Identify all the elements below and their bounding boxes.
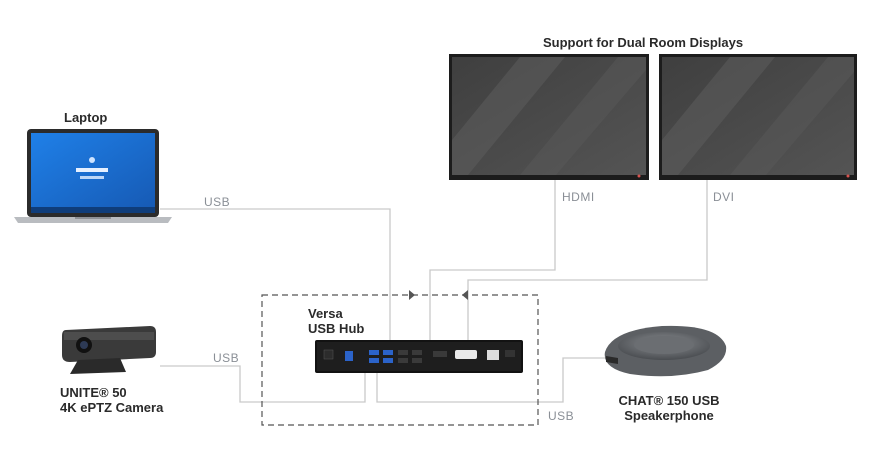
camera-image: [62, 326, 156, 374]
display-left: [449, 54, 649, 180]
speakerphone-usb-label: USB: [548, 409, 575, 423]
dvi-line: [467, 180, 708, 343]
speakerphone-image: [604, 325, 727, 377]
camera-label-line1: UNITE® 50: [60, 385, 127, 400]
hdmi-label: HDMI: [562, 190, 595, 204]
connection-lines: [160, 180, 708, 403]
arrow-right-icon: [462, 290, 468, 300]
speakerphone-label-line1: CHAT® 150 USB: [618, 393, 720, 408]
speakerphone-usb-line: [376, 357, 608, 403]
camera-usb-label: USB: [213, 351, 240, 365]
hub-label: Versa USB Hub: [308, 306, 364, 336]
camera-label-line2: 4K ePTZ Camera: [60, 400, 164, 415]
display-right: [659, 54, 857, 180]
diagram-title: Support for Dual Room Displays: [543, 35, 744, 50]
speakerphone-label: CHAT® 150 USB Speakerphone: [607, 393, 731, 423]
hub-dashed-box: [261, 294, 539, 426]
hub-label-line2: USB Hub: [308, 321, 365, 336]
laptop-usb-line: [160, 208, 391, 343]
camera-label: UNITE® 50 4K ePTZ Camera: [60, 385, 163, 415]
laptop-label: Laptop: [64, 110, 108, 125]
hub-image: [315, 340, 523, 373]
camera-usb-line: [160, 365, 366, 403]
speakerphone-label-line2: Speakerphone: [624, 408, 714, 423]
hub-label-line1: Versa: [308, 306, 343, 321]
arrow-left-icon: [409, 290, 415, 300]
hdmi-line: [429, 180, 556, 343]
laptop-usb-label: USB: [204, 195, 231, 209]
dvi-label: DVI: [713, 190, 735, 204]
laptop-image: [14, 129, 172, 223]
